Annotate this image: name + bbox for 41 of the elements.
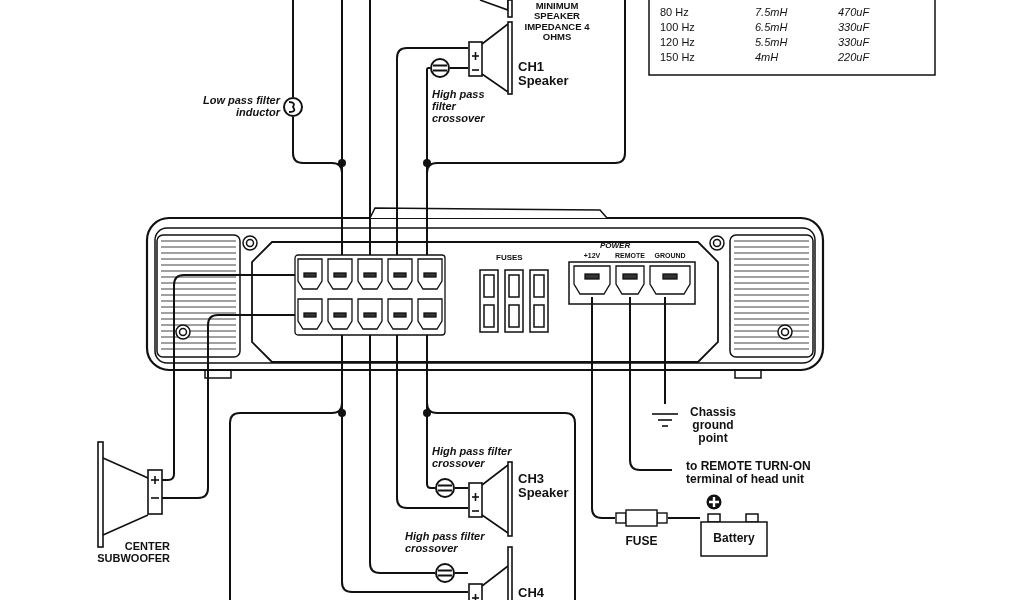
speaker-label: CH1 Speaker (518, 60, 570, 89)
note-text: to REMOTE TURN-ON terminal of head unit (686, 460, 812, 487)
component-caption: Low pass filter inductor (201, 94, 280, 119)
wire (629, 296, 673, 471)
wire (396, 47, 469, 256)
wire (667, 517, 701, 519)
wire (396, 334, 469, 509)
table-cell: 330uF (838, 21, 870, 34)
wire (369, 334, 436, 574)
table-cell: 7.5mH (755, 6, 788, 19)
table-cell: 5.5mH (755, 36, 788, 49)
label: FUSES (496, 254, 523, 263)
table-cell: 220uF (838, 51, 870, 64)
table-cell: 150 Hz (660, 51, 695, 64)
table-cell: 4mH (755, 51, 779, 64)
table-cell: 80 Hz (660, 6, 689, 19)
wire (369, 0, 371, 256)
battery-label: Battery (712, 532, 756, 546)
wire (454, 487, 469, 489)
speaker-label: CH4 (518, 586, 544, 600)
wire (591, 296, 616, 519)
table-cell: 330uF (838, 36, 870, 49)
table-cell: 470uF (838, 6, 870, 19)
fuse-label: FUSE (624, 535, 659, 549)
table-cell: 6.5mH (755, 21, 788, 34)
wire (454, 572, 469, 574)
speaker-label: CENTER SUBWOOFER (96, 540, 170, 565)
label: MINIMUM SPEAKER IMPEDANCE 4 OHMS (523, 1, 591, 43)
wire (292, 0, 294, 98)
table-cell: 120 Hz (660, 36, 695, 49)
label: POWER (600, 242, 631, 251)
wire (161, 314, 296, 499)
wire (449, 67, 469, 69)
note-text: Chassis ground point (689, 406, 737, 446)
label: High pass filter crossover (432, 445, 513, 470)
wire (664, 296, 666, 405)
label: High pass filter crossover (405, 530, 486, 555)
label: High pass filter crossover (432, 88, 486, 125)
wire (161, 274, 296, 481)
speaker-label: CH3 Speaker (518, 472, 570, 501)
table-cell: 100 Hz (660, 21, 695, 34)
